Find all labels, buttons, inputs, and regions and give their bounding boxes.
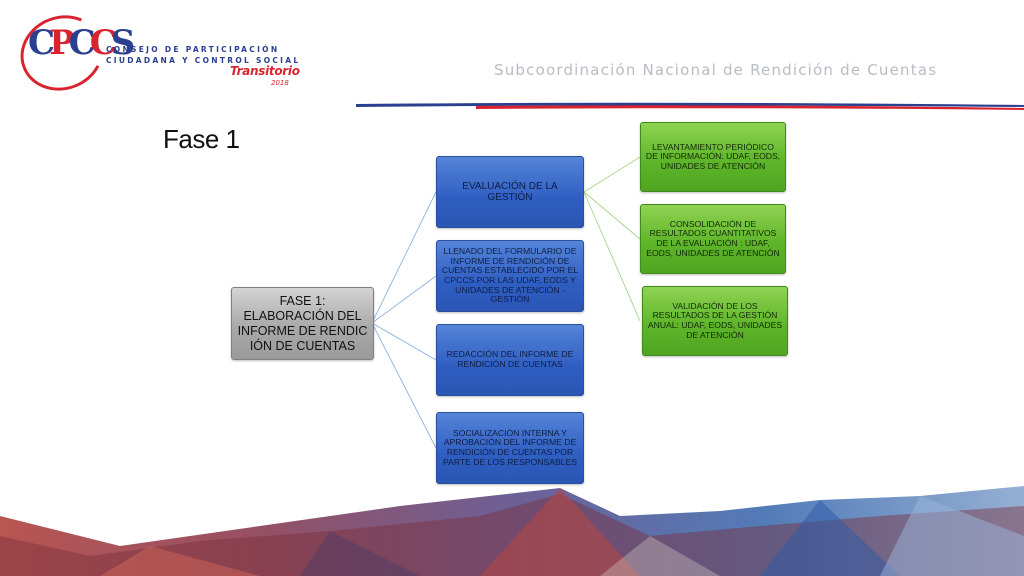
footer-photo-collage (0, 486, 1024, 576)
cpccs-logo: CPCCS CONSEJO DE PARTICIPACIÓN CIUDADANA… (9, 3, 318, 103)
diagram-root-node: FASE 1: ELABORACIÓN DEL INFORME DE RENDI… (231, 287, 374, 360)
diagram-node-validacion: VALIDACIÓN DE LOS RESULTADOS DE LA GESTI… (642, 286, 788, 356)
diagram-node-consolidacion: CONSOLIDACIÓN DE RESULTADOS CUANTITATIVO… (640, 204, 786, 274)
diagram-node-llenado: LLENADO DEL FORMULARIO DE INFORME DE REN… (436, 240, 584, 312)
logo-line-1: CONSEJO DE PARTICIPACIÓN (106, 45, 280, 54)
connector-root-l1-0 (371, 191, 437, 324)
connector-l1-l2-0 (583, 156, 641, 193)
header-subtitle: Subcoordinación Nacional de Rendición de… (494, 61, 938, 79)
connector-l1-l2-1 (583, 191, 641, 240)
header-stripe (356, 102, 1024, 110)
logo-year: 2018 (271, 79, 289, 87)
connector-root-l1-3 (371, 322, 437, 449)
connector-root-l1-2 (371, 322, 437, 361)
logo-line-2: CIUDADANA Y CONTROL SOCIAL (106, 56, 301, 65)
connector-l1-l2-2 (583, 191, 641, 322)
diagram-node-levantamiento: LEVANTAMIENTO PERIÓDICO DE INFORMACIÓN: … (640, 122, 786, 192)
page-title: Fase 1 (163, 124, 240, 154)
connector-root-l1-1 (371, 275, 437, 324)
logo-text: CONSEJO DE PARTICIPACIÓN CIUDADANA Y CON… (106, 44, 300, 66)
diagram-node-socializacion: SOCIALIZACIÓN INTERNA Y APROBACIÓN DEL I… (436, 412, 584, 484)
diagram-node-redaccion: REDACCIÓN DEL INFORME DE RENDICIÓN DE CU… (436, 324, 584, 396)
logo-badge: Transitorio (230, 64, 300, 78)
logo-mark: CPCCS (28, 23, 135, 63)
diagram-node-evaluacion: EVALUACIÓN DE LA GESTIÓN (436, 156, 584, 228)
